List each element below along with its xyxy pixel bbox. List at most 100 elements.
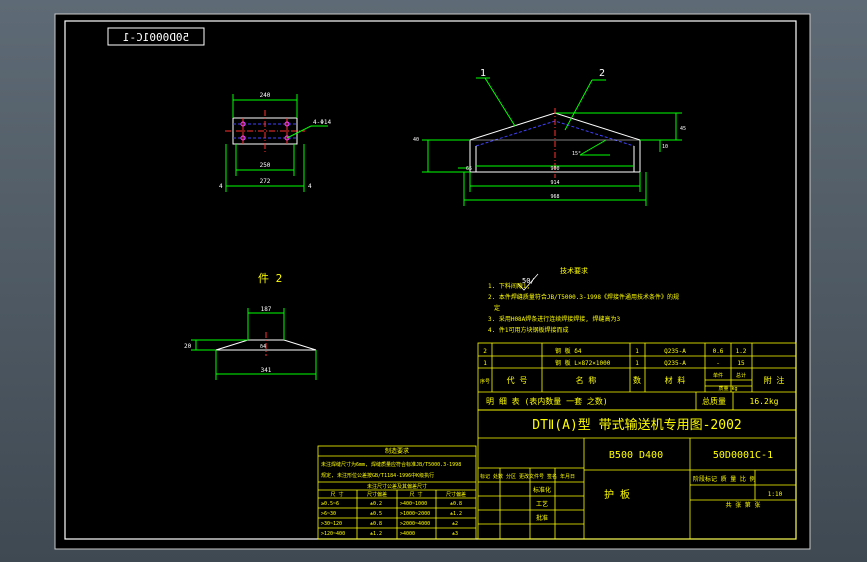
title-block-text: DTⅡ(A)型 带式输送机专用图-2002 B500 D400 50D0001C… [480, 417, 783, 522]
parts-header-material: 材 料 [665, 375, 686, 385]
roughness-symbol: 50/ [522, 277, 535, 285]
tolerance-header-1: 尺 寸 [330, 491, 343, 498]
tolerance-cell: >30~120 [321, 521, 342, 527]
scale-value: 1:10 [768, 491, 783, 498]
parts-row-unit-weight: - [716, 360, 720, 367]
role-design: 标准化 [533, 486, 551, 494]
parts-header-name: 名 称 [576, 375, 597, 385]
parts-header-code: 代 号 [507, 375, 528, 385]
parts-header-num: 序号 [480, 378, 490, 385]
parts-row-unit-weight: 0.6 [713, 348, 724, 355]
role-review: 工艺 [536, 500, 548, 508]
top-view-dim-bottom: 272 [260, 178, 271, 185]
part2-dim-height: 20 [184, 343, 192, 350]
top-view-end-mark-left: 4 [219, 183, 223, 190]
tolerance-line-2: 规定, 未注形位公差按GB/T1184-1996中K级执行 [321, 472, 434, 479]
parts-header-unit: 单件 [713, 372, 723, 379]
tolerance-cell: ±2 [452, 521, 458, 527]
parts-row-name: 钢 板 L×872×1000 [555, 359, 611, 367]
tolerance-header-3: 尺 寸 [409, 491, 422, 498]
general-tolerance-table [317, 445, 477, 540]
parts-header-weight-unit: 质量 kg [718, 385, 737, 392]
tolerance-cell: ±1.2 [370, 531, 382, 537]
parts-row-qty: 1 [635, 360, 639, 367]
tolerance-cell: ±0.2 [370, 501, 382, 507]
front-view-dim-right-small: 10 [662, 144, 668, 150]
parts-row-material: Q235-A [664, 360, 686, 367]
title-block-grid [477, 409, 797, 540]
general-tolerance-text: 制造要求 未注焊缝尺寸为6mm, 焊缝质量应符合标准JB/T5000.3-199… [321, 447, 466, 537]
tolerance-cell: ±0.8 [370, 521, 382, 527]
main-title: DTⅡ(A)型 带式输送机专用图-2002 [532, 417, 742, 433]
tech-req-title: 技术要求 [560, 266, 588, 275]
sheet-count: 共 张 第 张 [726, 501, 761, 509]
tolerance-cell: >2000~4000 [400, 521, 430, 527]
tech-req-item-3: 3. 采用H08A焊条进行连续焊接焊接, 焊缝高为3 [488, 315, 621, 323]
drawing-number: 50D0001C-1 [713, 450, 773, 461]
parts-total-label: 总质量 [702, 396, 726, 406]
top-view-end-mark-right: 4 [308, 183, 312, 190]
tolerance-cell: >400~1000 [400, 501, 427, 507]
parts-row-qty: 1 [635, 348, 639, 355]
top-view: 240 250 272 4-Φ14 4 4 [219, 92, 331, 192]
part2-dim-top: 187 [261, 306, 272, 313]
tolerance-line-1: 未注焊缝尺寸为6mm, 焊缝质量应符合标准JB/T5000.3-1998 [321, 461, 461, 468]
front-view: 15° 1 2 900 914 968 45 40 [413, 68, 686, 206]
parts-total-value: 16.2kg [750, 397, 779, 406]
mirrored-code-box: 50D0001C-1 [107, 27, 205, 46]
balloon-1: 1 [480, 68, 486, 79]
spec-text: B500 D400 [609, 450, 663, 461]
tolerance-cell: ≥0.5~6 [321, 501, 339, 507]
front-view-dim-overall: 968 [550, 194, 559, 200]
front-view-dim-base: 914 [550, 180, 559, 186]
parts-row-total-weight: 1.2 [736, 348, 747, 355]
tolerance-cell: ±3 [452, 531, 458, 537]
top-view-dim-top: 240 [260, 92, 271, 99]
top-view-hole-note: 4-Φ14 [313, 119, 331, 126]
stage-header: 阶段标记 质 量 比 例 [693, 475, 755, 483]
role-approve: 批准 [536, 514, 548, 522]
revision-header: 标记 处数 分区 更改文件号 签名 年月日 [480, 473, 575, 480]
mirrored-code-text: 50D0001C-1 [123, 31, 189, 44]
tolerance-cell: ±0.5 [370, 511, 382, 517]
tolerance-cell: >6~30 [321, 511, 336, 517]
tolerance-header-4: 尺寸偏差 [446, 491, 466, 498]
tolerance-subtitle: 未注尺寸公差及其偏差尺寸 [367, 483, 427, 490]
tolerance-cell: >1000~2000 [400, 511, 430, 517]
tolerance-cell: ±0.8 [450, 501, 462, 507]
tech-req-item-4: 4. 件1可用方块钢板焊接而成 [488, 326, 568, 334]
technical-requirements: 技术要求 1. 下料间隙1; 2. 本件焊缝质量符合JB/T5000.3-199… [488, 266, 679, 334]
parts-header-qty: 数 [633, 375, 641, 385]
part2-view: 件 2 187 341 20 δ4 [184, 272, 317, 380]
tolerance-cell: >120~400 [321, 531, 345, 537]
tech-req-item-2: 2. 本件焊缝质量符合JB/T5000.3-1998《焊接件通用技术条件》的规 [488, 293, 679, 301]
parts-row-name: 钢 板 δ4 [555, 347, 582, 355]
front-view-dim-left-base: 65 [466, 166, 472, 172]
parts-row-total-weight: 15 [737, 360, 745, 367]
front-view-dim-left-height: 40 [413, 137, 419, 143]
parts-header-total: 总计 [736, 372, 746, 379]
tolerance-title: 制造要求 [385, 447, 409, 455]
tolerance-header-2: 尺寸偏差 [367, 491, 387, 498]
part2-thickness: δ4 [260, 344, 266, 350]
tech-req-item-1: 1. 下料间隙1; [488, 282, 530, 290]
drawing-sheet [54, 13, 811, 550]
parts-list-text: 2 钢 板 δ4 1 Q235-A 0.6 1.2 1 钢 板 L×872×10… [480, 347, 784, 406]
front-view-dim-inner: 900 [550, 166, 559, 172]
parts-header-remark: 附 注 [764, 375, 785, 385]
tech-req-item-2b: 定 [494, 304, 500, 312]
balloon-2: 2 [599, 68, 605, 79]
parts-row-material: Q235-A [664, 348, 686, 355]
top-view-dim-mid: 250 [260, 162, 271, 169]
front-view-dim-height: 45 [680, 126, 686, 132]
parts-summary-left: 明 细 表 (表内数量 一套 之数) [486, 396, 608, 406]
part-name: 护 板 [604, 488, 630, 501]
parts-row-num: 2 [483, 348, 487, 355]
part2-dim-base: 341 [261, 367, 272, 374]
front-view-angle: 15° [572, 151, 581, 157]
tolerance-cell: >4000 [400, 531, 415, 537]
tolerance-cell: ±1.2 [450, 511, 462, 517]
roughness-mark: 50/ [517, 273, 539, 291]
part2-title: 件 2 [258, 272, 282, 285]
